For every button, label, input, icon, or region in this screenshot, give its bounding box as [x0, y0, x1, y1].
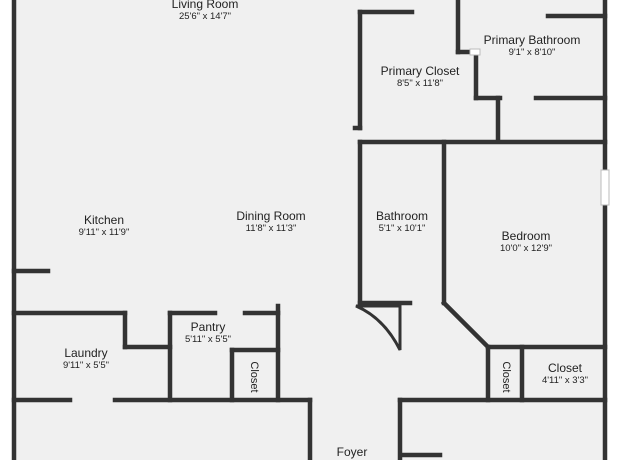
room-name: Closet — [547, 361, 582, 375]
window — [600, 169, 610, 206]
room-label-primary-bathroom: Primary Bathroom 9'1" x 8'10" — [483, 33, 581, 59]
room-dimensions: 9'11" x 5'5" — [62, 359, 110, 371]
room-dimensions: 9'11" x 11'9" — [78, 226, 130, 238]
room-name: Kitchen — [83, 213, 125, 227]
floor-area — [14, 0, 606, 460]
room-label-living-room: Living Room 25'6" x 14'7" — [172, 0, 239, 23]
room-name: Bathroom — [375, 209, 429, 223]
room-label-bathroom: Bathroom 5'1" x 10'1" — [375, 209, 429, 235]
window — [469, 48, 481, 56]
room-label-kitchen: Kitchen 9'11" x 11'9" — [78, 213, 130, 239]
room-dimensions: 11'8" x 11'3" — [245, 222, 297, 234]
room-label-pantry: Pantry 5'11" x 5'5" — [184, 320, 232, 346]
room-name: Living Room — [171, 0, 239, 11]
room-label-bedroom: Bedroom 10'0" x 12'9" — [499, 229, 553, 255]
room-dimensions: 8'5" x 11'8" — [396, 77, 444, 89]
room-label-laundry: Laundry 9'11" x 5'5" — [62, 346, 110, 372]
room-name: Bedroom — [501, 229, 551, 243]
corner-detail — [355, 304, 402, 351]
room-name: Primary Bathroom — [483, 33, 581, 47]
room-label-closet-right: Closet 4'11" x 3'3" — [541, 361, 589, 387]
room-dimensions: 4'11" x 3'3" — [541, 374, 589, 386]
room-name: Foyer — [336, 445, 368, 459]
room-label-primary-closet: Primary Closet 8'5" x 11'8" — [380, 64, 460, 90]
room-name: Primary Closet — [380, 64, 460, 78]
room-name: Laundry — [64, 346, 108, 360]
room-label-foyer: Foyer — [336, 445, 368, 460]
room-dimensions: 9'1" x 8'10" — [508, 46, 556, 58]
room-dimensions: 25'6" x 14'7" — [178, 10, 232, 22]
wall — [440, 299, 492, 351]
room-dimensions: 5'1" x 10'1" — [378, 222, 426, 234]
room-name: Dining Room — [236, 209, 306, 223]
room-label-dining-room: Dining Room 11'8" x 11'3" — [236, 209, 306, 235]
windows — [469, 48, 610, 206]
room-dimensions: 10'0" x 12'9" — [499, 242, 553, 254]
room-label-closet-pantry: Closet — [248, 361, 260, 393]
walls — [11, 0, 608, 460]
room-label-closet-bedroom: Closet — [500, 361, 512, 393]
room-dimensions: 5'11" x 5'5" — [184, 333, 232, 345]
room-name: Pantry — [190, 320, 226, 334]
